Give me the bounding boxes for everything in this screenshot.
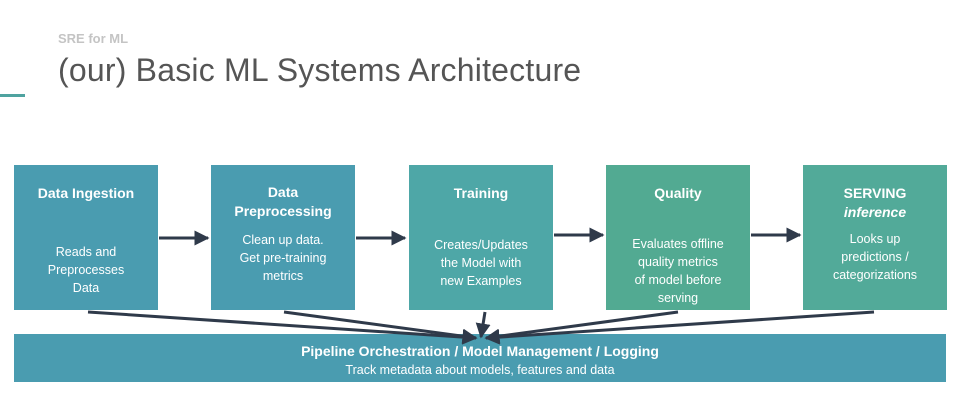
stage-title: Training [409, 184, 553, 203]
accent-bar [0, 94, 25, 97]
stage-title-text: Quality [654, 185, 702, 201]
stage-description: Looks up predictions / categorizations [832, 232, 918, 282]
stage-title: Quality [606, 184, 750, 203]
stage-box-training: Training Creates/Updates the Model with … [409, 165, 553, 310]
stage-description: Reads and Preprocesses Data [47, 245, 125, 295]
stage-description: Clean up data. Get pre-training metrics [239, 233, 327, 283]
stage-title: SERVING inference [803, 184, 947, 222]
stage-box-data-preprocessing: Data Preprocessing Clean up data. Get pr… [211, 165, 355, 310]
slide-subtitle: SRE for ML [58, 31, 129, 46]
stage-description: Creates/Updates the Model with new Examp… [434, 238, 528, 288]
slide-title: (our) Basic ML Systems Architecture [58, 52, 582, 88]
pipeline-title: Pipeline Orchestration / Model Managemen… [301, 343, 659, 359]
stage-title-text: SERVING [843, 185, 907, 201]
stage-description: Evaluates offline quality metrics of mod… [632, 237, 724, 305]
stage-title: Data Preprocessing [211, 183, 355, 221]
stage-title-text: Data Ingestion [37, 185, 135, 201]
stage-title-subtitle: inference [843, 204, 907, 220]
pipeline-orchestration-bar: Pipeline Orchestration / Model Managemen… [14, 334, 946, 382]
stage-box-quality: Quality Evaluates offline quality metric… [606, 165, 750, 310]
stage-title-text: Training [453, 185, 509, 201]
stage-title-text: Data Preprocessing [234, 184, 332, 219]
stage-box-data-ingestion: Data Ingestion Reads and Preprocesses Da… [14, 165, 158, 310]
stage-box-serving: SERVING inference Looks up predictions /… [803, 165, 947, 310]
stage-title: Data Ingestion [14, 184, 158, 203]
pipeline-description: Track metadata about models, features an… [345, 363, 615, 377]
